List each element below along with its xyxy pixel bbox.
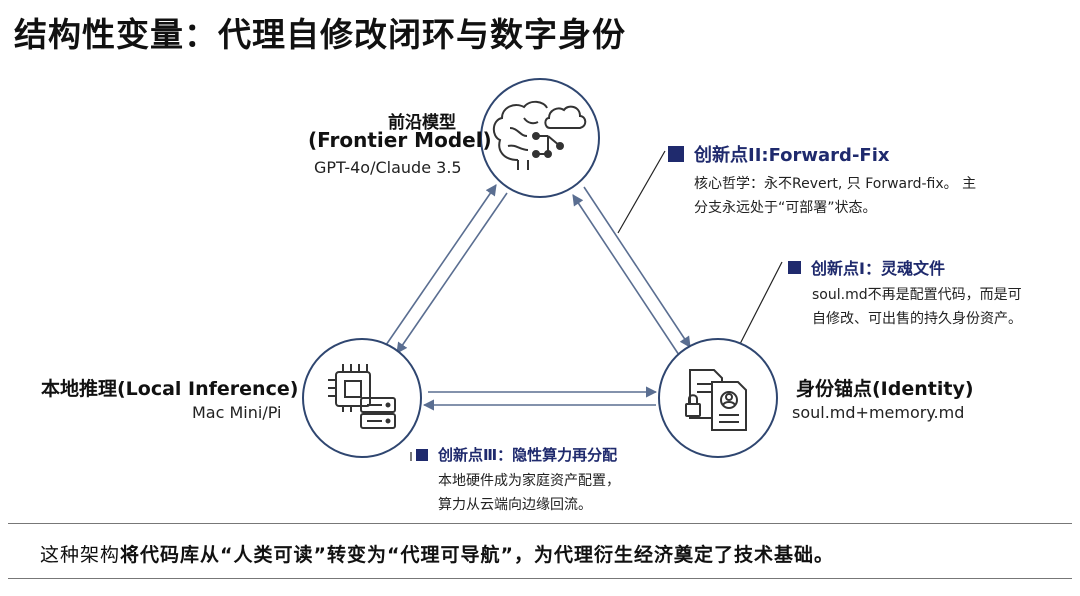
leader-soul-file bbox=[739, 261, 783, 345]
identity-sub-label: soul.md+memory.md bbox=[792, 403, 965, 422]
bullet-square-icon bbox=[416, 448, 428, 461]
brain-cloud-icon bbox=[492, 100, 587, 170]
frontier-model-sub-label: GPT-4o/Claude 3.5 bbox=[314, 158, 462, 177]
callout-forward-fix-head: 创新点II:Forward-Fix bbox=[694, 145, 890, 166]
callout-forward-fix-line1: 核心哲学：永不Revert, 只 Forward-fix。 主 bbox=[694, 176, 977, 192]
callout-soul-file: 创新点I：灵魂文件 soul.md不再是配置代码，而是可 自修改、可出售的持久身… bbox=[788, 255, 1022, 328]
footer-top-rule bbox=[8, 523, 1072, 524]
arrow-top-to-right bbox=[583, 186, 691, 348]
footer-main: 将代码库从“人类可读”转变为“代理可导航”，为代理衍生经济奠定了技术基础。 bbox=[120, 544, 834, 566]
callout-compute-head: 创新点Ⅲ：隐性算力再分配 bbox=[438, 446, 618, 464]
footer-bottom-rule bbox=[8, 578, 1072, 579]
local-inference-sub-label: Mac Mini/Pi bbox=[192, 403, 282, 422]
callout-soul-file-line2: 自修改、可出售的持久身份资产。 bbox=[812, 311, 1022, 327]
arrow-top-to-left bbox=[396, 192, 508, 354]
footer-pre: 这种架构 bbox=[40, 544, 121, 566]
callout-compute-line1: 本地硬件成为家庭资产配置， bbox=[438, 473, 620, 489]
bullet-square-icon bbox=[788, 260, 801, 274]
local-inference-label: 本地推理(Local Inference) bbox=[41, 378, 299, 400]
arrow-right-to-top bbox=[572, 194, 680, 356]
page-title: 结构性变量：代理自修改闭环与数字身份 bbox=[14, 15, 626, 54]
bullet-square-icon bbox=[668, 146, 684, 162]
identity-label: 身份锚点(Identity) bbox=[796, 378, 974, 400]
footer-statement: 这种架构将代码库从“人类可读”转变为“代理可导航”，为代理衍生经济奠定了技术基础… bbox=[40, 540, 834, 567]
callout-soul-file-line1: soul.md不再是配置代码，而是可 bbox=[812, 287, 1022, 303]
leader-forward-fix bbox=[617, 150, 666, 234]
frontier-model-cn-label: 前沿模型 bbox=[388, 113, 456, 133]
chip-server-icon bbox=[328, 364, 396, 429]
node-frontier-model-circle bbox=[480, 78, 600, 198]
callout-compute-line2: 算力从云端向边缘回流。 bbox=[438, 497, 592, 513]
frontier-model-en-label: (Frontier Model) bbox=[308, 128, 492, 152]
arrow-left-to-top bbox=[385, 184, 497, 346]
callout-soul-file-head: 创新点I：灵魂文件 bbox=[811, 259, 945, 278]
callout-compute: 创新点Ⅲ：隐性算力再分配 本地硬件成为家庭资产配置， 算力从云端向边缘回流。 bbox=[416, 444, 620, 514]
callout-forward-fix-line2: 分支永远处于“可部署”状态。 bbox=[694, 200, 877, 216]
callout-forward-fix: 创新点II:Forward-Fix 核心哲学：永不Revert, 只 Forwa… bbox=[668, 141, 976, 217]
document-identity-icon bbox=[685, 369, 747, 431]
